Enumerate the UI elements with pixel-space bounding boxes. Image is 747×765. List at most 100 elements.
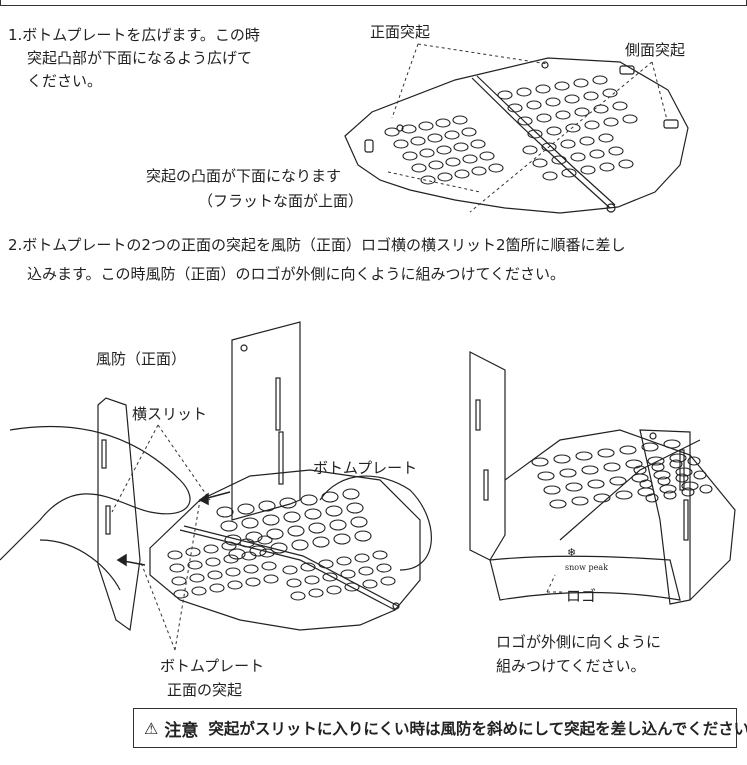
step2-line-2: 込みます。この時風防（正面）のロゴが外側に向くように組みつけてください。 bbox=[27, 265, 566, 283]
vent-hole bbox=[657, 476, 671, 486]
vent-hole bbox=[435, 118, 451, 128]
vent-hole bbox=[573, 78, 589, 88]
vent-hole bbox=[546, 126, 562, 136]
label-protrusion-down: 突起の凸面が下面になります bbox=[146, 167, 342, 185]
vent-hole bbox=[340, 569, 356, 579]
vent-hole bbox=[597, 448, 615, 458]
vent-hole bbox=[653, 470, 671, 480]
vent-hole bbox=[329, 519, 347, 531]
snowpeak-logo-text: snow peak bbox=[565, 563, 608, 572]
vent-hole bbox=[259, 548, 275, 558]
vent-hole bbox=[645, 493, 659, 503]
vent-hole bbox=[322, 572, 338, 582]
caution-text: 突起がスリットに入りにくい時は風防を斜めにして突起を差し込んでください。 bbox=[208, 720, 747, 738]
vent-hole bbox=[410, 136, 426, 146]
label-plate-front-line2: 正面の突起 bbox=[167, 681, 243, 699]
vent-hole bbox=[593, 493, 611, 503]
vent-hole bbox=[461, 127, 477, 137]
caption-logo-line2: 組みつけてください。 bbox=[496, 657, 646, 675]
label-bottom-plate: ボトムプレート bbox=[313, 459, 418, 477]
vent-hole bbox=[270, 542, 288, 554]
label-logo: ロゴ bbox=[566, 587, 597, 605]
vent-hole bbox=[283, 511, 301, 523]
vent-hole bbox=[615, 490, 633, 500]
vent-hole bbox=[420, 175, 436, 185]
vent-hole bbox=[354, 553, 370, 563]
vent-hole bbox=[637, 487, 655, 497]
vent-hole bbox=[436, 145, 452, 155]
vent-hole bbox=[554, 81, 570, 91]
vent-hole bbox=[543, 485, 561, 495]
vent-hole bbox=[263, 574, 279, 584]
vent-hole bbox=[564, 94, 580, 104]
vent-hole bbox=[687, 456, 701, 466]
vent-hole bbox=[526, 100, 542, 110]
vent-hole bbox=[631, 473, 649, 483]
vent-hole bbox=[517, 116, 533, 126]
vent-hole bbox=[651, 462, 665, 472]
vent-hole bbox=[402, 151, 418, 161]
vent-hole bbox=[350, 516, 368, 528]
vent-hole bbox=[507, 103, 523, 113]
vent-hole bbox=[380, 576, 396, 586]
vent-hole bbox=[603, 117, 619, 127]
vent-hole bbox=[241, 551, 257, 561]
caution-box: ⚠ 注意 突起がスリットに入りにくい時は風防を斜めにして突起を差し込んでください… bbox=[133, 708, 747, 748]
vent-hole bbox=[362, 579, 378, 589]
vent-hole bbox=[228, 548, 246, 560]
vent-hole bbox=[262, 514, 280, 526]
vent-hole bbox=[570, 152, 586, 162]
vent-hole bbox=[452, 115, 468, 125]
vent-hole bbox=[344, 582, 360, 592]
vent-hole bbox=[372, 550, 388, 560]
vent-hole bbox=[312, 536, 330, 548]
vent-hole bbox=[603, 462, 621, 472]
vent-hole bbox=[609, 476, 627, 486]
vent-hole bbox=[587, 479, 605, 489]
vent-hole bbox=[531, 457, 549, 467]
vent-hole bbox=[619, 445, 637, 455]
vent-hole bbox=[185, 547, 201, 557]
vent-hole bbox=[453, 142, 469, 152]
vent-hole bbox=[535, 84, 551, 94]
vent-hole bbox=[300, 562, 316, 572]
label-side-protrusion: 側面突起 bbox=[625, 41, 686, 59]
vent-hole bbox=[205, 557, 221, 567]
vent-hole bbox=[659, 484, 677, 494]
vent-hole bbox=[598, 133, 614, 143]
vent-hole bbox=[669, 453, 687, 463]
vent-hole bbox=[663, 490, 677, 500]
vent-hole bbox=[581, 465, 599, 475]
vent-hole bbox=[681, 481, 699, 491]
vent-hole bbox=[167, 550, 183, 560]
vent-hole bbox=[384, 127, 400, 137]
vent-hole bbox=[559, 468, 577, 478]
vent-hole bbox=[553, 454, 571, 464]
vent-hole bbox=[427, 133, 443, 143]
label-front-protrusion: 正面突起 bbox=[370, 23, 431, 41]
vent-hole bbox=[225, 567, 241, 577]
vent-hole bbox=[171, 576, 187, 586]
vent-hole bbox=[622, 114, 638, 124]
vent-hole bbox=[418, 121, 434, 131]
vent-hole bbox=[346, 502, 364, 514]
vent-hole bbox=[618, 159, 634, 169]
vent-hole bbox=[579, 136, 595, 146]
vent-hole bbox=[574, 107, 590, 117]
vent-hole bbox=[462, 154, 478, 164]
vent-hole bbox=[583, 91, 599, 101]
vent-hole bbox=[286, 578, 302, 588]
vent-hole bbox=[258, 500, 276, 512]
vent-hole bbox=[239, 538, 255, 548]
vent-hole bbox=[675, 467, 693, 477]
step2-line-1: 2.ボトムプレートの2つの正面の突起を風防（正面）ロゴ横の横スリット2箇所に順番… bbox=[8, 236, 626, 254]
vent-hole bbox=[189, 573, 205, 583]
step2-instruction: 2.ボトムプレートの2つの正面の突起を風防（正面）ロゴ横の横スリット2箇所に順番… bbox=[8, 234, 626, 286]
vent-hole bbox=[220, 520, 238, 532]
vent-hole bbox=[245, 577, 261, 587]
vent-hole bbox=[641, 442, 659, 452]
vent-hole bbox=[325, 505, 343, 517]
snowflake-logo-icon: ❄ bbox=[567, 546, 576, 559]
label-windscreen-front: 風防（正面） bbox=[96, 350, 187, 368]
vent-hole bbox=[571, 496, 589, 506]
